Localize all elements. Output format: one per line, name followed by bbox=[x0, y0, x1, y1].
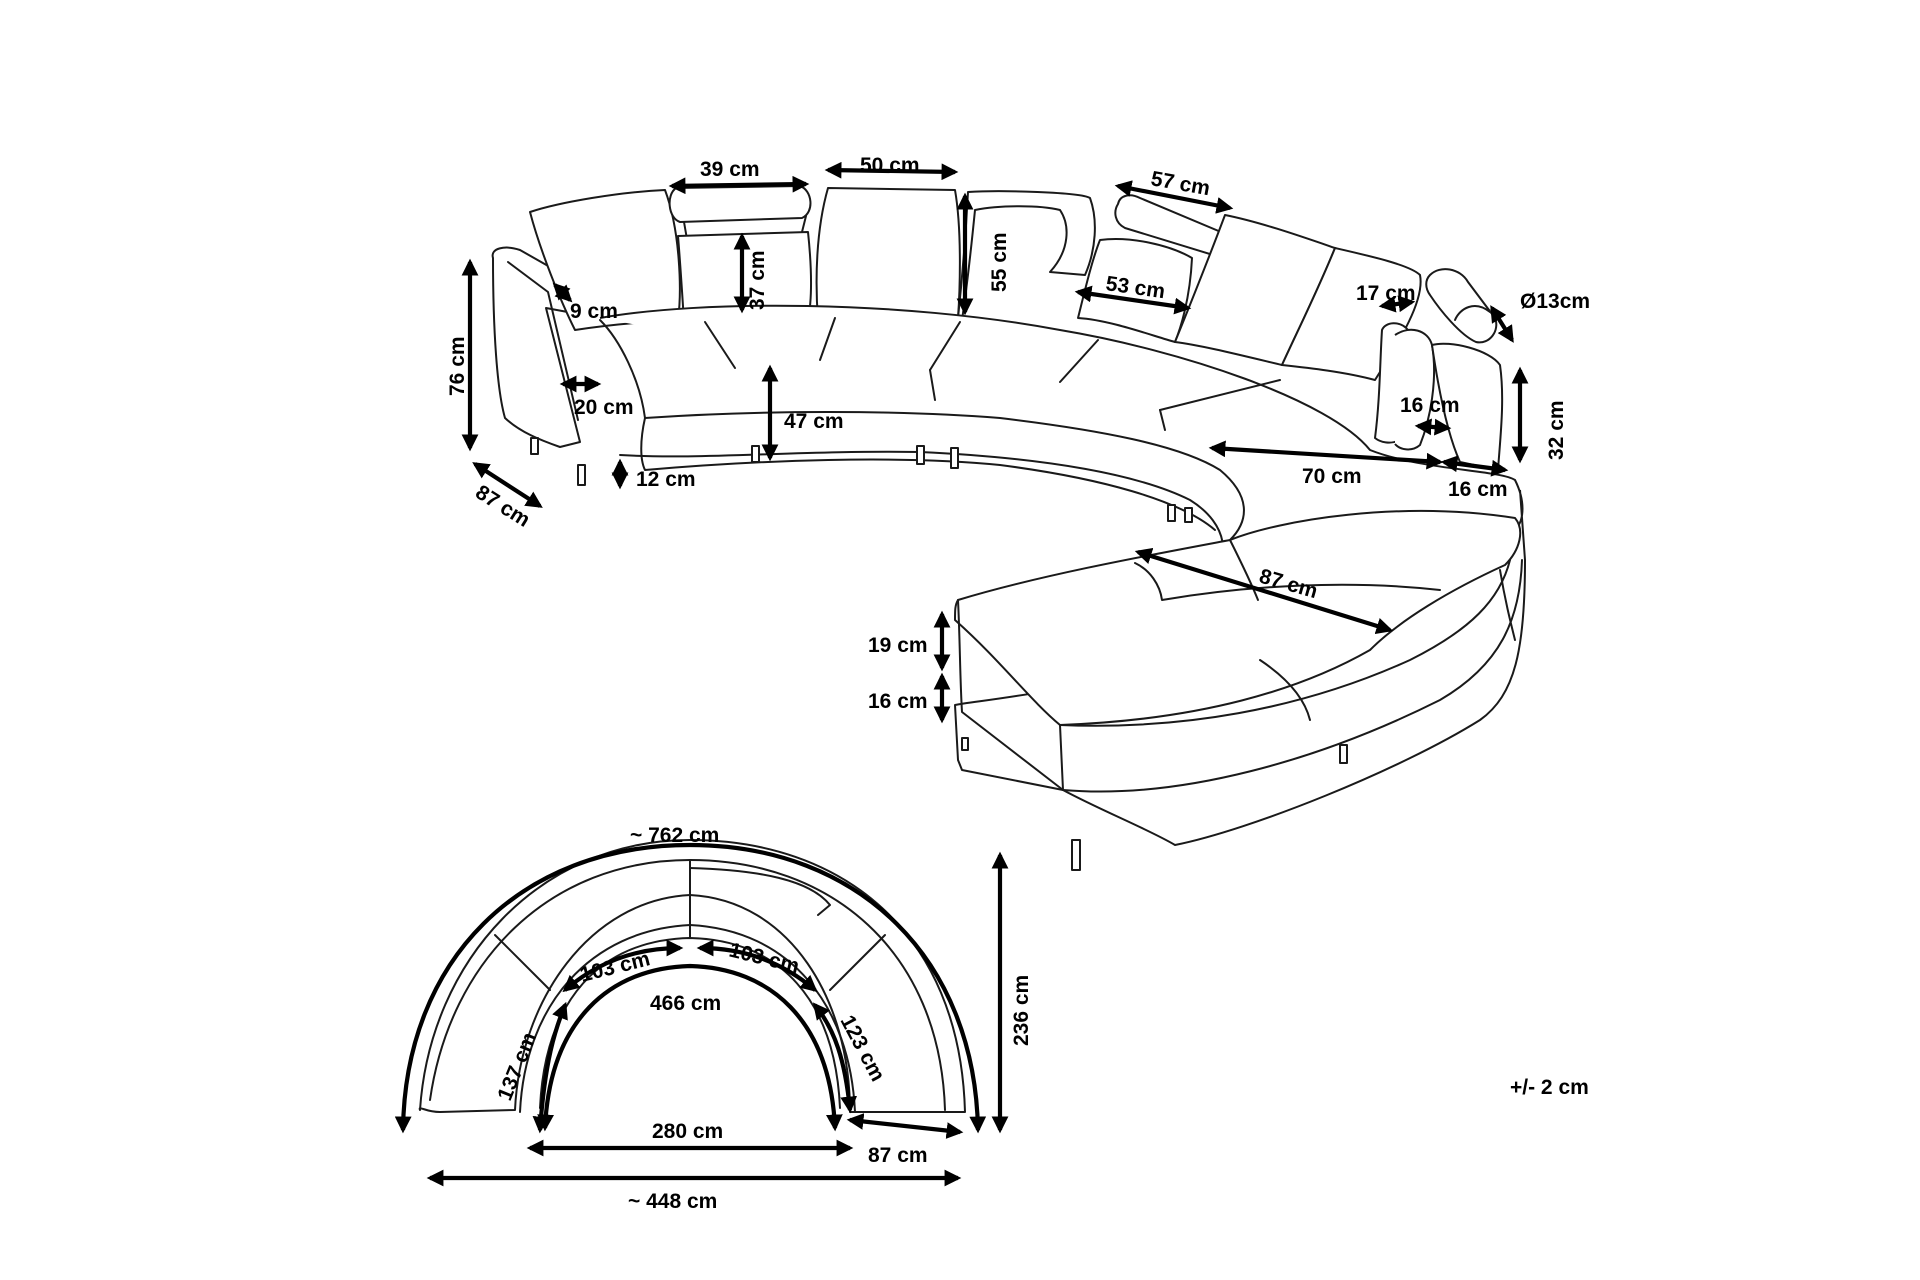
label-55: 55 cm bbox=[988, 232, 1011, 292]
bolster bbox=[1425, 268, 1498, 344]
label-16-outer: 16 cm bbox=[1448, 478, 1508, 501]
dimension-arrows bbox=[461, 161, 1529, 724]
label-87-left: 87 cm bbox=[471, 481, 534, 532]
label-50: 50 cm bbox=[860, 154, 920, 177]
tolerance-note: +/- 2 cm bbox=[1510, 1076, 1589, 1099]
headrest-1 bbox=[668, 185, 812, 223]
right-armrest bbox=[1431, 342, 1504, 471]
label-39: 39 cm bbox=[700, 158, 760, 181]
label-762: ~ 762 cm bbox=[630, 824, 719, 847]
label-9: 9 cm bbox=[570, 300, 618, 323]
label-16-base: 16 cm bbox=[868, 690, 928, 713]
back-cushion-4 bbox=[957, 190, 1096, 321]
label-70: 70 cm bbox=[1302, 465, 1362, 488]
back-cushion-3 bbox=[815, 187, 961, 321]
label-448: ~ 448 cm bbox=[628, 1190, 717, 1213]
label-16-inner: 16 cm bbox=[1400, 394, 1460, 417]
label-87-plan: 87 cm bbox=[868, 1144, 928, 1167]
label-32: 32 cm bbox=[1545, 400, 1568, 460]
label-280: 280 cm bbox=[652, 1120, 723, 1143]
label-137: 137 cm bbox=[493, 1029, 541, 1104]
label-236: 236 cm bbox=[1010, 975, 1033, 1046]
label-37: 37 cm bbox=[746, 250, 769, 310]
label-17: 17 cm bbox=[1356, 282, 1416, 305]
plan-dimensions bbox=[394, 842, 1009, 1187]
label-12: 12 cm bbox=[636, 468, 696, 491]
label-20: 20 cm bbox=[574, 396, 634, 419]
label-diameter: Ø13cm bbox=[1520, 290, 1590, 313]
label-76: 76 cm bbox=[446, 336, 469, 396]
label-47: 47 cm bbox=[784, 410, 844, 433]
label-103-left: 103 cm bbox=[578, 947, 653, 987]
label-466: 466 cm bbox=[650, 992, 721, 1015]
label-19: 19 cm bbox=[868, 634, 928, 657]
